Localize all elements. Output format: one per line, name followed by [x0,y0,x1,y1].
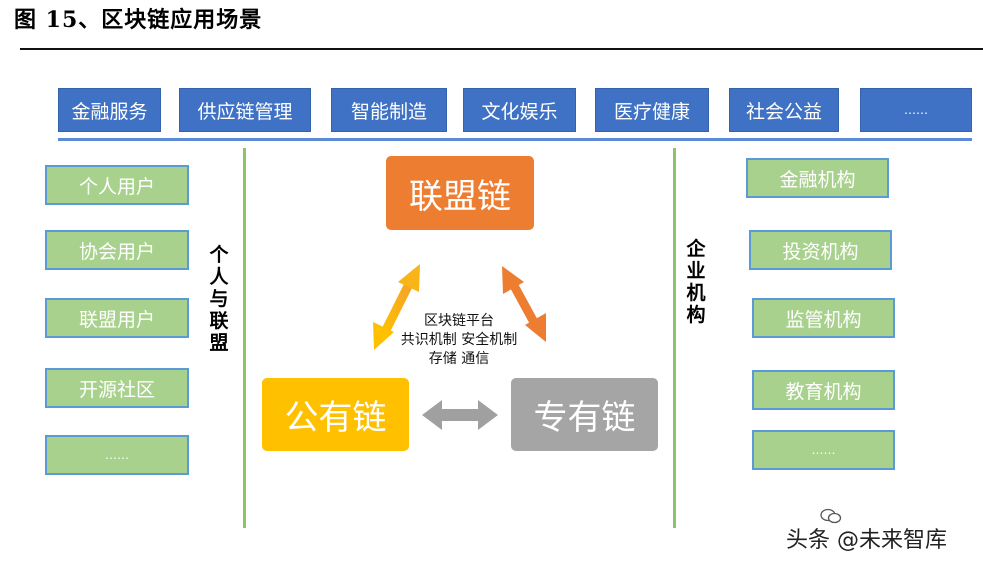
category-supply-chain: 供应链管理 [179,88,311,132]
right-item-financial-institution: 金融机构 [746,158,889,198]
category-healthcare: 医疗健康 [595,88,709,132]
public-alliance-arrow [373,264,420,350]
category-underline [58,138,972,141]
left-item-open-source-community: 开源社区 [45,368,189,408]
private-chain-box: 专有链 [511,378,658,451]
platform-line-1: 区块链平台 [424,313,494,329]
category-social-welfare: 社会公益 [729,88,839,132]
watermark: 头条 @未来智库 [786,528,947,553]
left-item-personal-user: 个人用户 [45,165,189,205]
wechat-icon [820,508,842,524]
category-culture-entertainment: 文化娱乐 [463,88,576,132]
right-item-regulatory-institution: 监管机构 [752,298,895,338]
left-item-more: …… [45,435,189,475]
alliance-private-arrow [502,266,546,342]
alliance-chain-box: 联盟链 [386,156,534,230]
left-item-alliance-user: 联盟用户 [45,298,189,338]
category-finance: 金融服务 [58,88,161,132]
left-group-label: 个人与联盟 [209,244,229,354]
left-item-association-user: 协会用户 [45,230,189,270]
title-divider [20,48,983,50]
platform-line-3: 存储 通信 [428,351,490,367]
platform-line-2: 共识机制 安全机制 [400,332,518,348]
public-private-arrow [422,400,498,430]
right-item-investment-institution: 投资机构 [749,230,892,270]
right-item-education-institution: 教育机构 [752,370,895,410]
category-smart-manufacturing: 智能制造 [331,88,447,132]
right-divider [673,148,676,528]
left-divider [243,148,246,528]
figure-title: 图 15、区块链应用场景 [14,7,263,33]
category-more: …… [860,88,972,132]
blockchain-platform-text: 区块链平台 共识机制 安全机制 存储 通信 [384,312,534,369]
right-item-more: …… [752,430,895,470]
right-group-label: 企业机构 [686,238,706,326]
public-chain-box: 公有链 [262,378,409,451]
